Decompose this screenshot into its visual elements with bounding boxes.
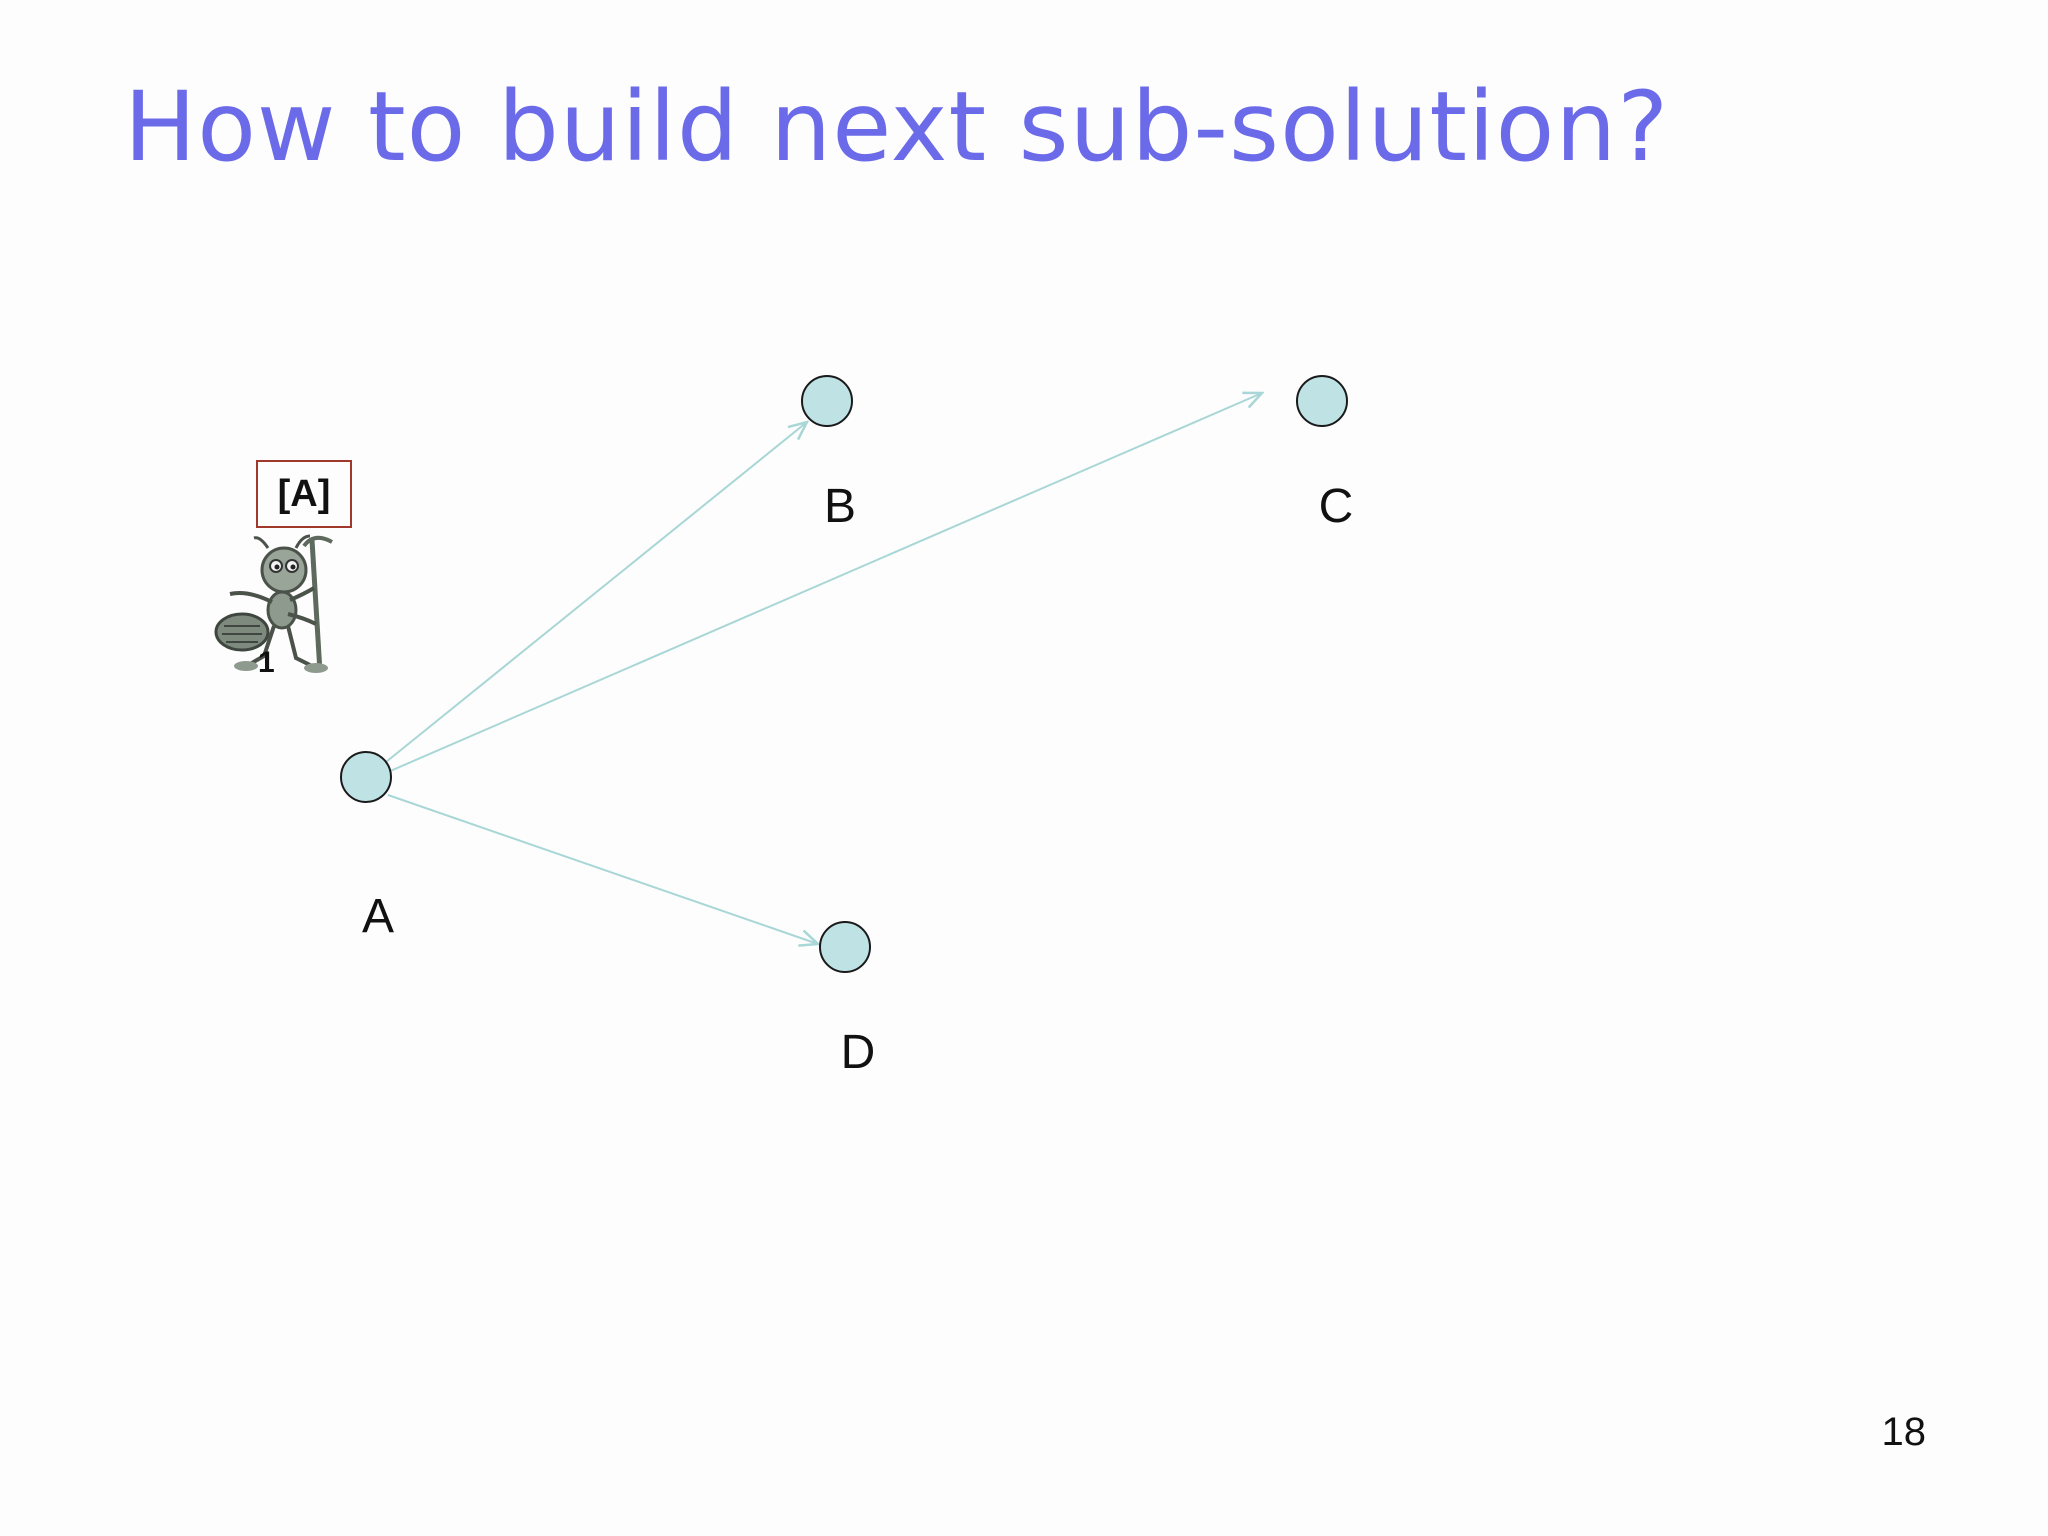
node-a[interactable] — [340, 751, 392, 803]
node-b[interactable] — [801, 375, 853, 427]
node-label-d: D — [841, 1026, 876, 1079]
slide-title: How to build next sub-solution? — [124, 71, 1670, 183]
edge-a-c — [387, 393, 1262, 773]
ant-number: 1 — [258, 646, 275, 679]
ant-tour-label: [A] — [256, 460, 352, 528]
node-d[interactable] — [819, 921, 871, 973]
edge-a-d — [387, 794, 818, 944]
node-label-a: A — [362, 890, 394, 943]
ant-with-staff-icon — [214, 534, 333, 673]
node-label-c: C — [1319, 480, 1354, 533]
page-number: 18 — [1881, 1410, 1927, 1454]
node-c[interactable] — [1296, 375, 1348, 427]
edge-a-b — [385, 422, 807, 763]
node-label-b: B — [824, 480, 856, 533]
